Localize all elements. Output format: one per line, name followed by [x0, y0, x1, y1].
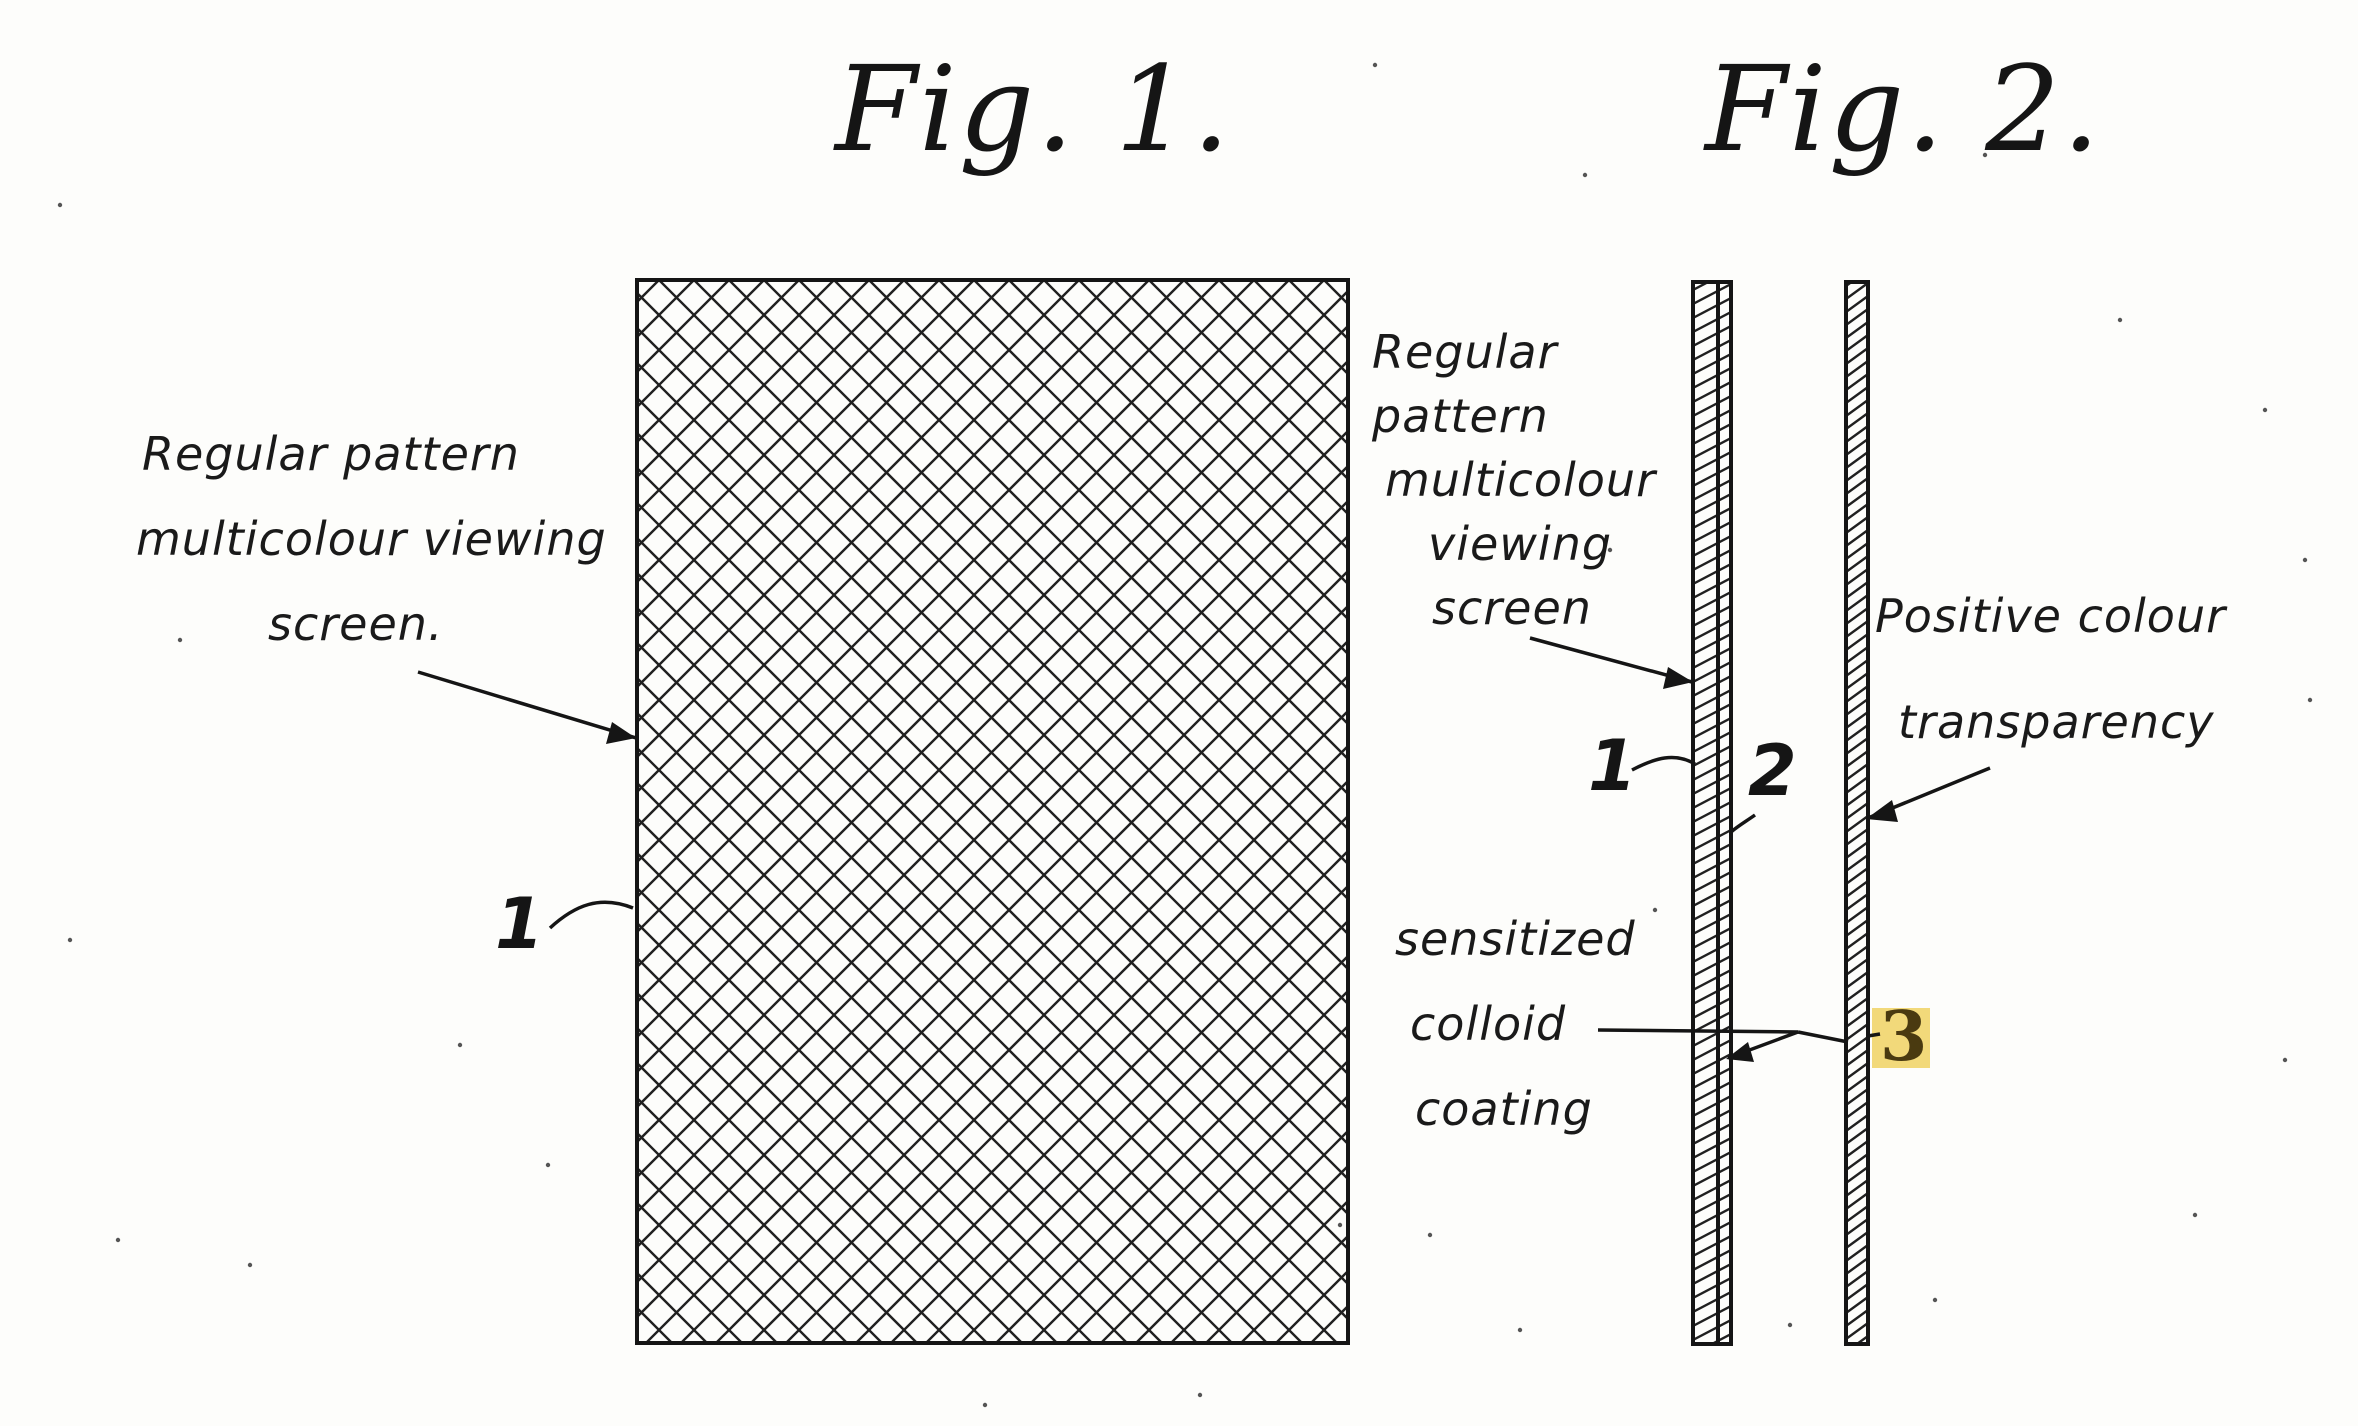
fig2-ref-number-3: 3: [1880, 997, 1927, 1077]
fig2-coating-leader-arrows: [1597, 1028, 1849, 1062]
fig1-title: Fig. 1.: [833, 40, 1232, 178]
fig1-ref-number: 1: [495, 883, 544, 965]
fig2-coating-label: sensitized colloid coating: [1395, 912, 1636, 1136]
fig2-screen-label: Regular pattern multicolour viewing scre…: [1371, 325, 1658, 635]
fig2-reference-3: 3: [1867, 997, 1930, 1077]
fig2-transparency-label-line-1: Positive colour: [1875, 589, 2228, 643]
fig2-screen-leader-arrow: [1529, 636, 1693, 689]
fig2-transparency-leader-arrow: [1866, 766, 1991, 822]
fig1-crosshatch-screen: [635, 278, 1350, 1345]
fig1-screen-label: Regular pattern multicolour viewing scre…: [136, 427, 607, 651]
fig1-label-line-1: Regular pattern: [142, 427, 520, 481]
fig2-coating-label-line-1: sensitized: [1395, 912, 1636, 966]
fig2-screen-label-line-5: screen: [1432, 581, 1592, 635]
fig2-transparency-label-line-2: transparency: [1898, 695, 2215, 749]
fig2-coating-label-line-3: coating: [1415, 1082, 1593, 1136]
fig2-title: Fig. 2.: [1703, 40, 2102, 178]
fig2-ref-3-highlight: [1872, 1008, 1930, 1068]
fig2-screen-label-line-3: multicolour: [1385, 453, 1658, 507]
fig1-label-line-3: screen.: [268, 597, 444, 651]
fig2-ref-number-2: 2: [1748, 730, 1797, 812]
fig1-leader-arrow: [417, 670, 637, 744]
paper-specks: [57, 62, 2313, 1408]
fig2-reference-1: 1: [1588, 725, 1696, 807]
fig2-reference-2: 2: [1729, 730, 1797, 834]
fig2-screen-label-line-1: Regular: [1372, 325, 1560, 379]
fig2-transparency-strip: [1844, 280, 1870, 1346]
fig2-screen-label-line-4: viewing: [1428, 517, 1612, 571]
fig2-transparency-label: Positive colour transparency: [1875, 589, 2228, 749]
fig1-label-line-2: multicolour viewing: [136, 512, 607, 566]
fig1-reference-1: 1: [495, 883, 634, 965]
fig2-screen-label-line-2: pattern: [1371, 389, 1549, 443]
fig2-viewing-screen-strip: [1691, 280, 1733, 1346]
fig2-ref-number-1: 1: [1588, 725, 1637, 807]
fig2-coating-label-line-2: colloid: [1410, 997, 1566, 1051]
